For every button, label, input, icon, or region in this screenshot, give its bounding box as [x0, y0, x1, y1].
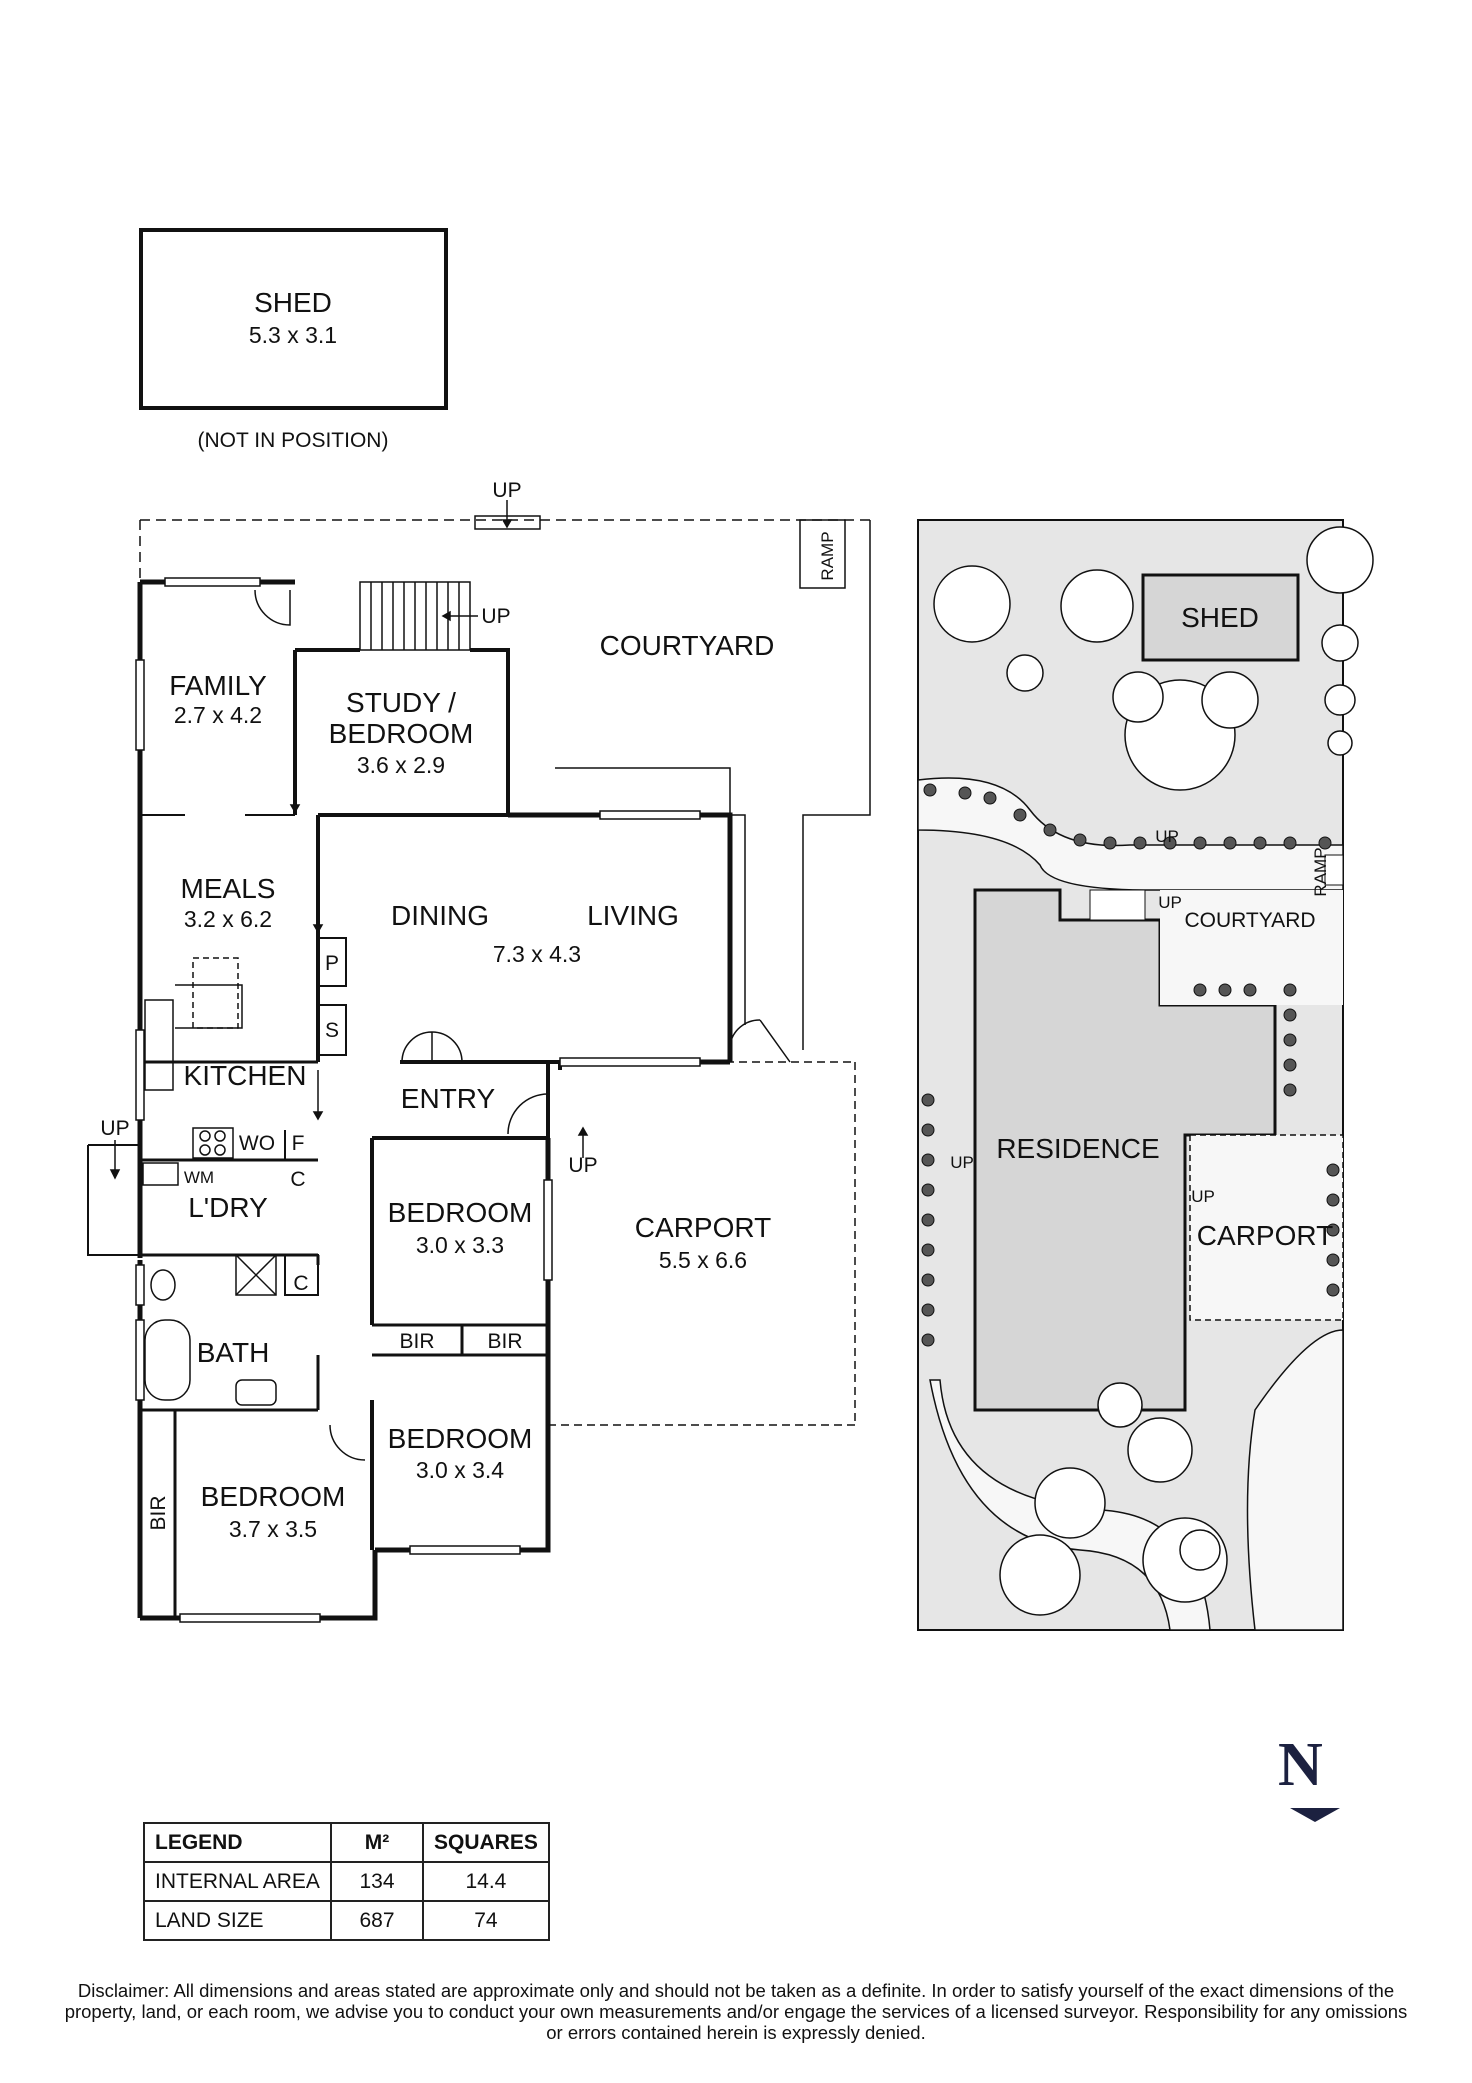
shed-outline [139, 228, 448, 410]
bedroom-1-label: BEDROOM [201, 1481, 346, 1512]
pantry-label: P [325, 952, 339, 975]
dining-label: DINING [391, 900, 489, 931]
meals-dim: 3.2 x 6.2 [184, 906, 272, 932]
dining-living-dim: 7.3 x 4.3 [493, 941, 581, 967]
legend-table: LEGEND M² SQUARES INTERNAL AREA 134 14.4… [143, 1822, 550, 1941]
legend-header-squares: SQUARES [422, 1822, 550, 1863]
entry-label: ENTRY [401, 1083, 496, 1114]
courtyard-label: COURTYARD [600, 630, 775, 661]
up-label-carport: UP [568, 1154, 597, 1177]
windows [135, 577, 701, 1623]
legend-row-squares: 14.4 [422, 1861, 550, 1902]
bir-label-2: BIR [487, 1330, 522, 1353]
bedroom-3-dim: 3.0 x 3.4 [416, 1457, 504, 1483]
meals-label: MEALS [181, 873, 276, 904]
bedroom-2-dim: 3.0 x 3.3 [416, 1232, 504, 1258]
site-up-label-1: UP [1155, 827, 1179, 846]
fridge-label: F [292, 1132, 305, 1155]
site-ramp-label: RAMP [1311, 847, 1330, 896]
up-label-stair: UP [481, 605, 510, 628]
bedroom-2-label: BEDROOM [388, 1197, 533, 1228]
up-label-laundry: UP [100, 1117, 129, 1140]
legend-row: INTERNAL AREA 134 14.4 [143, 1861, 550, 1902]
legend-row: LAND SIZE 687 74 [143, 1900, 550, 1941]
wm-label: WM [184, 1168, 214, 1187]
bedroom-1-dim: 3.7 x 3.5 [229, 1516, 317, 1542]
site-courtyard-label: COURTYARD [1184, 909, 1315, 932]
legend-header-label: LEGEND [143, 1822, 332, 1863]
laundry-label: L'DRY [188, 1192, 268, 1223]
legend-row-label: LAND SIZE [143, 1900, 332, 1941]
cupboard-label-2: C [293, 1272, 308, 1295]
study-label-1: STUDY / [346, 687, 456, 718]
shed-label: SHED [254, 287, 332, 318]
legend-row-squares: 74 [422, 1900, 550, 1941]
wall-oven-label: WO [239, 1132, 275, 1155]
bir-label-1: BIR [399, 1330, 434, 1353]
disclaimer-text: Disclaimer: All dimensions and areas sta… [64, 1980, 1408, 2043]
legend-header-m2: M² [330, 1822, 424, 1863]
legend-row-m2: 687 [330, 1900, 424, 1941]
carport-label: CARPORT [635, 1212, 771, 1243]
site-residence-label: RESIDENCE [996, 1133, 1159, 1164]
family-dim: 2.7 x 4.2 [174, 702, 262, 728]
family-label: FAMILY [169, 670, 267, 701]
ramp-label: RAMP [818, 531, 837, 580]
north-indicator: N [1278, 1731, 1323, 1799]
site-carport-label: CARPORT [1197, 1220, 1333, 1251]
legend-row-m2: 134 [330, 1861, 424, 1902]
stairs [359, 515, 541, 651]
bath-label: BATH [197, 1337, 270, 1368]
up-arrows [109, 500, 589, 1180]
shed-dimensions: 5.3 x 3.1 [249, 322, 337, 348]
site-up-label-4: UP [950, 1153, 974, 1172]
study-dim: 3.6 x 2.9 [357, 752, 445, 778]
site-plan [917, 519, 1374, 1631]
living-label: LIVING [587, 900, 679, 931]
kitchen-label: KITCHEN [184, 1060, 307, 1091]
shed-note: (NOT IN POSITION) [198, 429, 389, 452]
carport-dim: 5.5 x 6.6 [659, 1247, 747, 1273]
legend-row-label: INTERNAL AREA [143, 1861, 332, 1902]
study-label-2: BEDROOM [329, 718, 474, 749]
kitchen-fixtures [142, 937, 347, 1406]
store-label: S [325, 1019, 339, 1042]
cupboard-label-1: C [290, 1168, 305, 1191]
legend-header-row: LEGEND M² SQUARES [143, 1822, 550, 1863]
site-up-label-3: UP [1191, 1187, 1215, 1206]
north-arrow-icon [1290, 1808, 1340, 1822]
up-label-top: UP [492, 479, 521, 502]
bedroom-3-label: BEDROOM [388, 1423, 533, 1454]
site-shed-label: SHED [1181, 602, 1259, 633]
site-up-label-2: UP [1158, 893, 1182, 912]
bir-label-3: BIR [147, 1495, 170, 1530]
